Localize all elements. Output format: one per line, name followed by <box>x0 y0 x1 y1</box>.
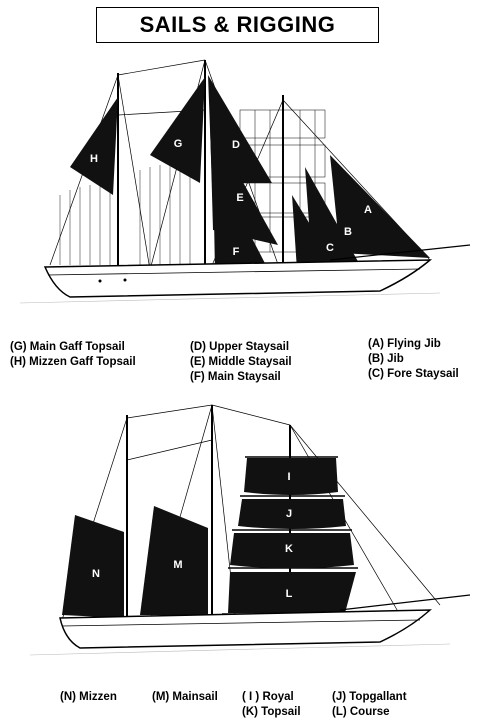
page-title: SAILS & RIGGING <box>96 7 379 43</box>
legend-item-h: (H) Mizzen Gaff Topsail <box>10 356 136 368</box>
black-sails <box>70 75 430 273</box>
legend-2-col4: (J) Topgallant (L) Course <box>332 690 407 720</box>
label-k: K <box>285 543 293 555</box>
sail-n <box>62 515 124 618</box>
label-c: C <box>326 242 334 254</box>
legend-item-c: (C) Fore Staysail <box>368 368 459 380</box>
label-j: J <box>286 508 292 520</box>
label-g: G <box>174 138 183 150</box>
legend-1-col1: (G) Main Gaff Topsail (H) Mizzen Gaff To… <box>10 340 136 370</box>
label-d: D <box>232 139 240 151</box>
sail-m <box>140 506 208 615</box>
sail-labels: H G D E F A B C <box>90 138 372 258</box>
sail-i <box>244 458 338 495</box>
gaff-sail-shading <box>59 159 191 267</box>
label-b: B <box>344 226 352 238</box>
legend-item-j: (J) Topgallant <box>332 691 407 703</box>
label-f: F <box>233 246 240 258</box>
legend-item-e: (E) Middle Staysail <box>190 356 292 368</box>
label-i: I <box>287 471 290 483</box>
sail-c <box>292 195 338 270</box>
hull-2 <box>59 594 471 649</box>
label-l: L <box>286 588 293 600</box>
label-e: E <box>236 192 243 204</box>
legend-item-g: (G) Main Gaff Topsail <box>10 341 125 353</box>
legend-item-a: (A) Flying Jib <box>368 338 441 350</box>
ship-diagram-staysails: H G D E F A B C <box>19 59 471 304</box>
legend-1-col2: (D) Upper Staysail (E) Middle Staysail (… <box>190 340 292 385</box>
sail-j <box>238 499 346 529</box>
label-m: M <box>173 559 182 571</box>
black-sails-2 <box>62 458 356 618</box>
legend-item-b: (B) Jib <box>368 353 404 365</box>
ship-diagram-square-sails: N M I J K L <box>29 404 471 656</box>
legend-item-i: ( I ) Royal <box>242 691 294 703</box>
legend-2-col2: (M) Mainsail <box>152 690 218 705</box>
sail-l <box>228 572 356 613</box>
sail-k <box>230 533 354 569</box>
masts <box>117 60 284 283</box>
legend-item-k: (K) Topsail <box>242 706 301 718</box>
legend-item-l: (L) Course <box>332 706 390 718</box>
legend-2-col1: (N) Mizzen <box>60 690 117 705</box>
yards <box>222 456 362 615</box>
legend-2-col3: ( I ) Royal (K) Topsail <box>242 690 301 720</box>
legend-item-d: (D) Upper Staysail <box>190 341 290 353</box>
label-h: H <box>90 153 98 165</box>
legend-item-n: (N) Mizzen <box>60 691 117 703</box>
sail-h <box>70 97 118 195</box>
legend-item-m: (M) Mainsail <box>152 691 218 703</box>
sail-f <box>213 163 270 273</box>
sail-labels-2: N M I J K L <box>92 471 293 600</box>
waterline-2 <box>29 643 451 656</box>
sail-g <box>150 77 205 183</box>
legend-item-f: (F) Main Staysail <box>190 371 281 383</box>
waterline <box>19 292 441 304</box>
label-a: A <box>364 204 372 216</box>
label-n: N <box>92 568 100 580</box>
hull <box>43 244 471 298</box>
sail-a <box>330 155 430 258</box>
legend-1-col3: (A) Flying Jib (B) Jib (C) Fore Staysail <box>368 337 459 382</box>
